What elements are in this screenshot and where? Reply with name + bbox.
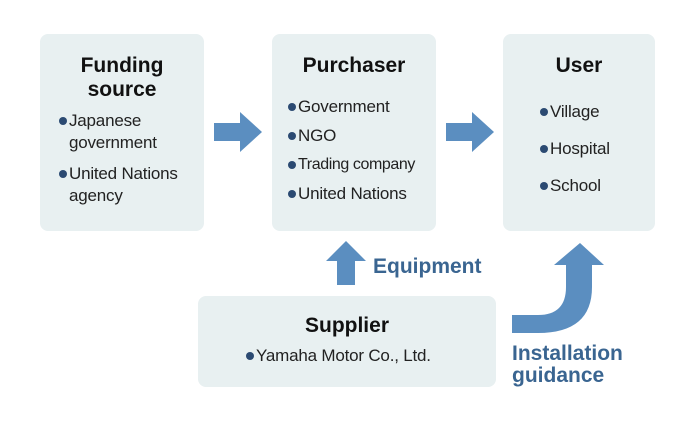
bullet-icon [288,190,296,198]
installation-label-line1: Installation [512,342,623,365]
funding-source-title: Funding source [40,54,204,102]
arrow-right-icon [214,112,262,152]
funding-item-line: Japanese [69,111,142,130]
user-title: User [555,54,603,77]
bullet-icon [540,145,548,153]
installation-label-line2: guidance [512,364,605,387]
bullet-icon [540,108,548,116]
funding-source-title-line1: Funding [80,54,164,77]
user-item-hospital: Hospital [550,139,610,158]
purchaser-item-government: Government [298,97,390,116]
purchaser-title: Purchaser [302,54,406,77]
equipment-label: Equipment [373,255,482,278]
user-item-village: Village [550,102,600,121]
bullet-icon [246,352,254,360]
funding-source-title-line2: source [87,78,157,101]
bullet-icon [59,117,67,125]
supplier-item-yamaha: Yamaha Motor Co., Ltd. [256,346,431,365]
user-item-school: School [550,176,601,195]
funding-source-box: Funding source Japanese government Unite… [40,34,204,231]
installation-guidance-label: Installation guidance [512,343,623,387]
purchaser-item-trading-company: Trading company [298,156,416,173]
arrow-up-icon [326,241,366,285]
funding-item-japanese-government: Japanese government [69,110,157,154]
funding-item-line: United Nations [69,164,178,183]
bullet-icon [288,132,296,140]
funding-item-un-agency: United Nations agency [69,163,178,207]
curved-arrow-up-icon [512,243,604,333]
bullet-icon [288,161,296,169]
bullet-icon [540,182,548,190]
funding-item-line: agency [69,186,123,205]
purchaser-item-united-nations: United Nations [298,184,407,203]
bullet-icon [288,103,296,111]
supplier-box: Supplier Yamaha Motor Co., Ltd. [198,296,496,387]
funding-item-line: government [69,133,157,152]
purchaser-box: Purchaser Government NGO Trading company… [272,34,436,231]
purchaser-item-ngo: NGO [298,126,337,145]
bullet-icon [59,170,67,178]
user-box: User Village Hospital School [503,34,655,231]
supplier-title: Supplier [304,314,389,337]
arrow-right-icon [446,112,494,152]
